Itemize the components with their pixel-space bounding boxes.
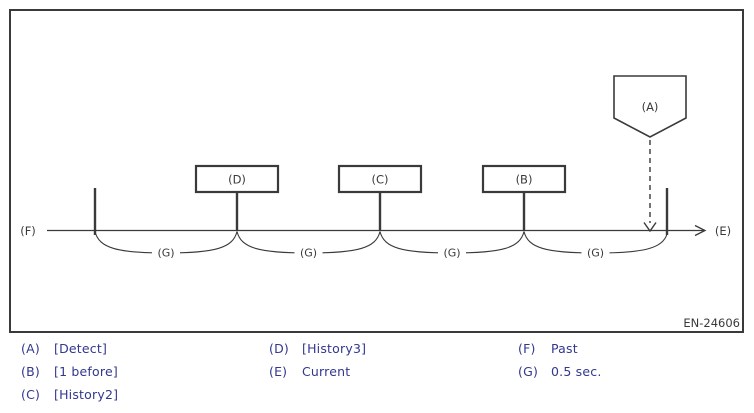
figure-id: EN-24606 xyxy=(683,316,740,330)
legend-item-interval-duration: (G) 0.5 sec. xyxy=(518,364,602,387)
legend-key: (F) xyxy=(518,341,536,356)
legend-key: (E) xyxy=(269,364,288,379)
one-before-box-label: (B) xyxy=(516,173,533,187)
legend-key: (A) xyxy=(21,341,40,356)
history3-box xyxy=(194,164,280,194)
legend-item-current: (E) Current xyxy=(269,364,366,387)
legend-value: [History2] xyxy=(54,387,119,402)
legend-column-2: (D) [History3] (E) Current xyxy=(269,341,366,387)
legend-value: [History3] xyxy=(302,341,367,356)
legend-value: Current xyxy=(302,364,351,379)
diagram-frame xyxy=(9,9,744,333)
legend-value: [Detect] xyxy=(54,341,108,356)
legend-key: (G) xyxy=(518,364,539,379)
history2-box-label: (C) xyxy=(371,173,388,187)
legend-value: 0.5 sec. xyxy=(551,364,602,379)
legend-item-past: (F) Past xyxy=(518,341,602,364)
timeline-arrowhead-icon xyxy=(694,224,707,237)
interval-label: (G) xyxy=(300,247,317,260)
interval-label: (G) xyxy=(157,247,174,260)
detect-marker-label: (A) xyxy=(642,100,659,114)
legend-value: [1 before] xyxy=(54,364,118,379)
current-axis-label: (E) xyxy=(715,224,731,238)
interval-label: (G) xyxy=(443,247,460,260)
legend-value: Past xyxy=(551,341,578,356)
interval-label-backgrounds xyxy=(152,246,610,259)
legend: (A) [Detect] (B) [1 before] (C) [History… xyxy=(0,336,754,413)
legend-item-1-before: (B) [1 before] xyxy=(21,364,118,387)
legend-column-1: (A) [Detect] (B) [1 before] (C) [History… xyxy=(21,341,118,410)
history2-box xyxy=(337,164,423,194)
one-before-box xyxy=(481,164,567,194)
detect-arrowhead-icon xyxy=(643,222,657,233)
history3-box-label: (D) xyxy=(228,173,246,187)
interval-label: (G) xyxy=(587,247,604,260)
interval-braces xyxy=(94,231,668,254)
timeline-diagram: (F) (E) (G) (G) (G) (G) (D) (C) xyxy=(9,9,744,333)
legend-key: (B) xyxy=(21,364,40,379)
legend-item-history2: (C) [History2] xyxy=(21,387,118,410)
detect-marker xyxy=(613,75,687,138)
legend-item-detect: (A) [Detect] xyxy=(21,341,118,364)
legend-item-history3: (D) [History3] xyxy=(269,341,366,364)
legend-key: (D) xyxy=(269,341,289,356)
past-axis-label: (F) xyxy=(20,224,36,238)
legend-column-3: (F) Past (G) 0.5 sec. xyxy=(518,341,602,387)
legend-key: (C) xyxy=(21,387,41,402)
